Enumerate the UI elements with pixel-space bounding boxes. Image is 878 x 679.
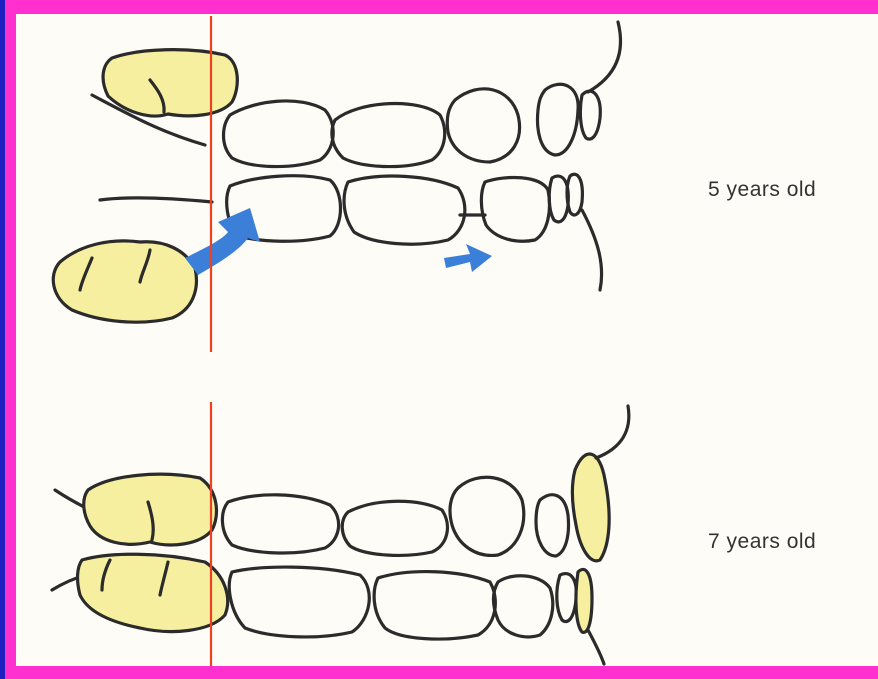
lower-arch-5-years: [53, 174, 601, 322]
lower-molar-yellow-5: [53, 241, 196, 322]
upper-arch-7-years: [55, 406, 629, 561]
upper-tooth-2-5: [332, 104, 445, 167]
upper-tooth-5-5: [580, 91, 600, 139]
lip-curve-upper-5: [588, 22, 620, 92]
upper-tooth-2-7: [342, 501, 447, 555]
gum-line-lower-5: [100, 198, 212, 202]
lower-tooth-4-5: [549, 176, 568, 222]
lower-tooth-1-7: [229, 567, 369, 637]
upper-tooth-3-5: [447, 89, 519, 162]
small-movement-arrow: [444, 244, 492, 272]
lip-curve-lower-5: [582, 210, 602, 290]
upper-canine-yellow-7: [572, 454, 609, 561]
lower-canine-yellow-7: [576, 569, 592, 632]
lip-curve-lower-7: [588, 630, 604, 664]
age-label-7: 7 years old: [708, 530, 816, 554]
lip-curve-upper-7: [596, 406, 629, 458]
lower-tooth-2-7: [374, 572, 495, 639]
upper-arch-5-years: [92, 22, 620, 167]
big-movement-arrow: [185, 208, 260, 275]
upper-tooth-4-5: [538, 84, 579, 155]
upper-tooth-1-7: [222, 495, 338, 553]
upper-molar-yellow-5: [103, 50, 237, 116]
upper-tooth-1-5: [224, 101, 334, 167]
upper-tooth-4-7: [536, 495, 569, 556]
age-label-5: 5 years old: [708, 178, 816, 202]
lower-arch-7-years: [52, 554, 604, 664]
lower-tooth-3-7: [494, 576, 553, 637]
lower-molar-yellow-7: [78, 554, 228, 631]
lower-tooth-2-5: [344, 176, 465, 244]
lower-tooth-3-5: [481, 177, 549, 241]
lower-tooth-4-7: [557, 574, 577, 622]
upper-tooth-3-7: [450, 477, 524, 555]
